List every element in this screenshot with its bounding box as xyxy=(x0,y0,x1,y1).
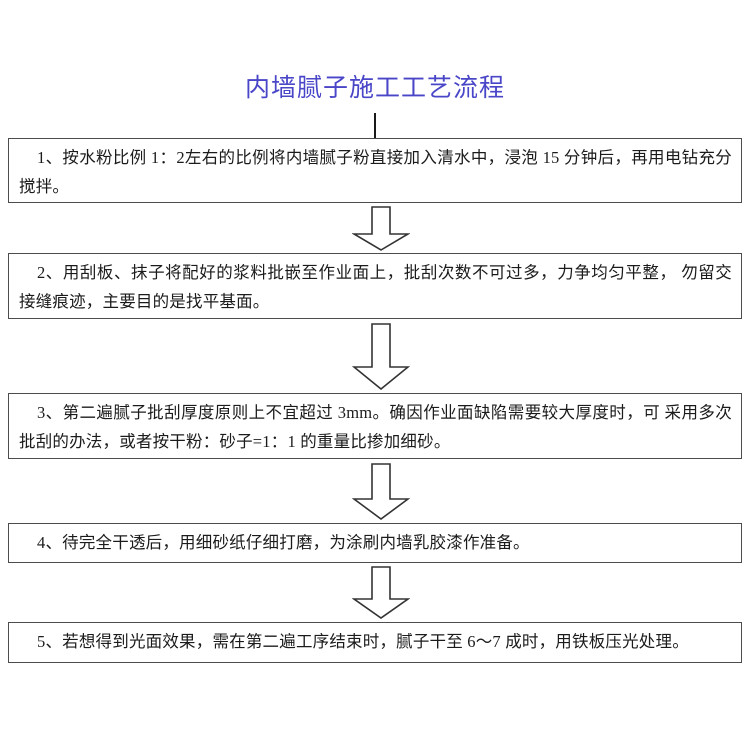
page-title: 内墙腻子施工工艺流程 xyxy=(244,74,505,102)
step-4-text: 4、待完全干透后，用细砂纸仔细打磨，为涂刷内墙乳胶漆作准备。 xyxy=(37,533,530,552)
step-box-1: 1、按水粉比例 1：2左右的比例将内墙腻子粉直接加入清水中，浸泡 15 分钟后，… xyxy=(8,138,742,203)
title-stem-connector xyxy=(374,113,376,138)
down-arrow-icon-2 xyxy=(352,323,410,390)
step-box-2: 2、用刮板、抹子将配好的浆料批嵌至作业面上，批刮次数不可过多，力争均匀平整， 勿… xyxy=(8,253,742,319)
down-arrow-icon-1 xyxy=(352,206,410,251)
step-5-text: 5、若想得到光面效果，需在第二遍工序结束时，腻子干至 6～7 成时，用铁板压光处… xyxy=(37,632,689,651)
step-box-5: 5、若想得到光面效果，需在第二遍工序结束时，腻子干至 6～7 成时，用铁板压光处… xyxy=(8,622,742,663)
down-arrow-icon-3 xyxy=(352,463,410,520)
step-2-text: 2、用刮板、抹子将配好的浆料批嵌至作业面上，批刮次数不可过多，力争均匀平整， 勿… xyxy=(19,263,732,311)
step-box-4: 4、待完全干透后，用细砂纸仔细打磨，为涂刷内墙乳胶漆作准备。 xyxy=(8,523,742,563)
step-3-text: 3、第二遍腻子批刮厚度原则上不宜超过 3mm。确因作业面缺陷需要较大厚度时，可 … xyxy=(19,403,732,451)
down-arrow-icon-4 xyxy=(352,566,410,619)
step-box-3: 3、第二遍腻子批刮厚度原则上不宜超过 3mm。确因作业面缺陷需要较大厚度时，可 … xyxy=(8,393,742,459)
step-1-text: 1、按水粉比例 1：2左右的比例将内墙腻子粉直接加入清水中，浸泡 15 分钟后，… xyxy=(19,148,732,196)
